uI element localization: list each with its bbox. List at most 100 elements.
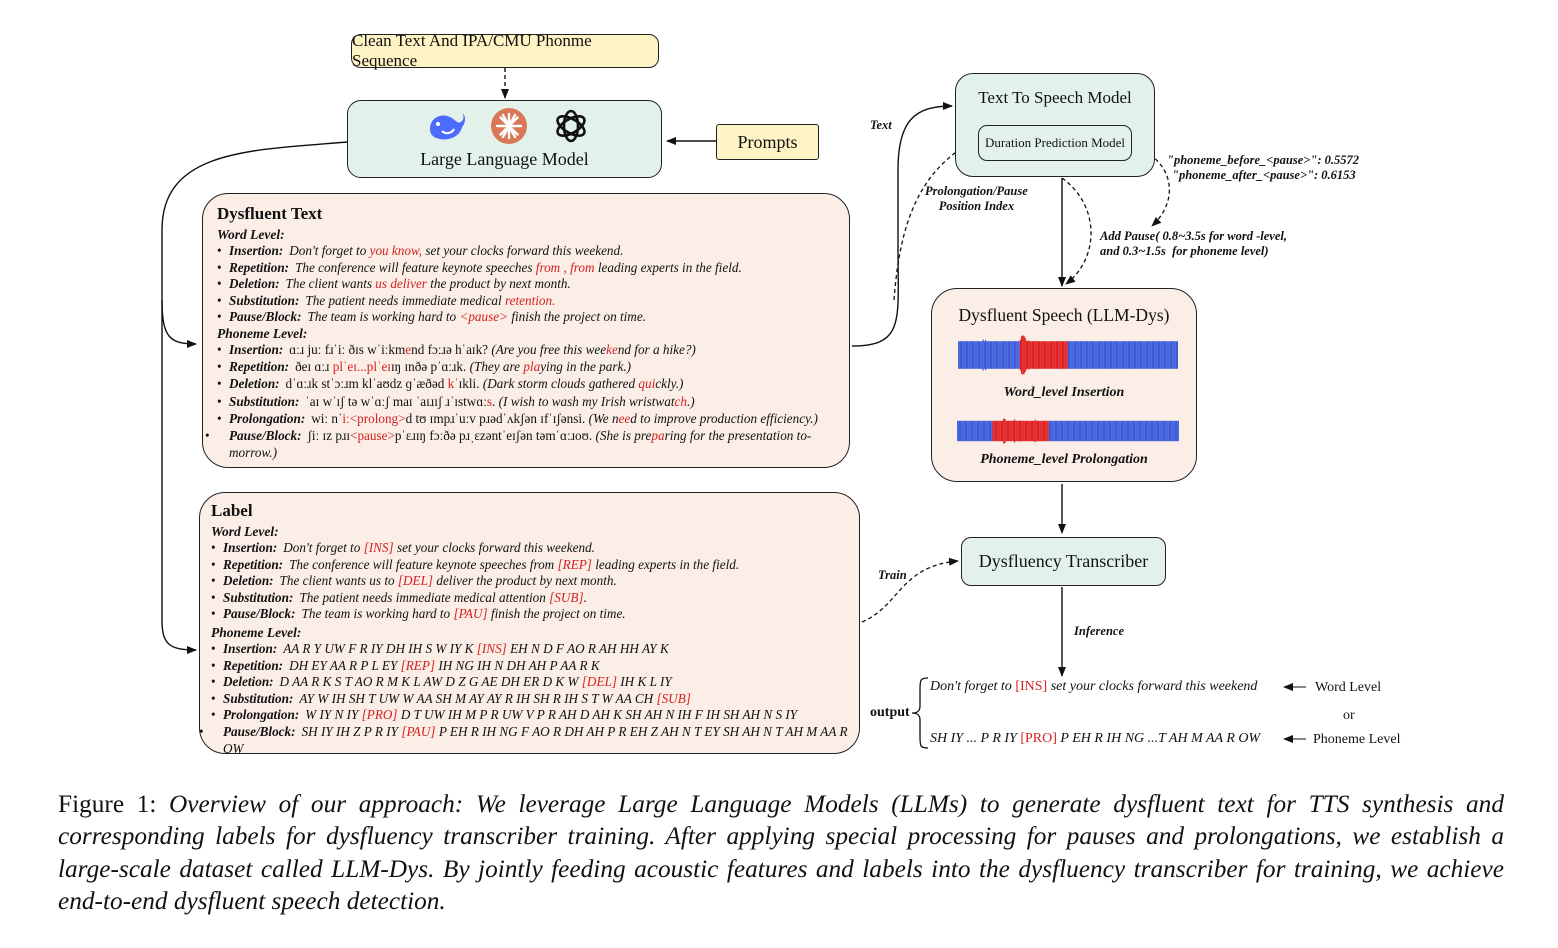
lb-word-highlight: [REP] <box>557 556 592 572</box>
dt-ipa-highlight: s <box>486 393 493 409</box>
lb-word-text: The team is working hard to <box>301 606 454 622</box>
dt-ipa: ɪŋ ɪnðə pˈɑːɹk. <box>390 359 470 375</box>
dt-phoneme-key: Prolongation: <box>229 410 306 426</box>
lb-phoneme-tag: [REP] <box>400 657 436 673</box>
lb-phoneme-text: AA R Y UW F R IY DH IH S W IY K <box>283 640 477 656</box>
dt-phoneme-item: •Pause/Block:ʃiː ɪz pɹɪ<pause>pˈɛɹɪŋ fɔː… <box>205 427 841 461</box>
bullet: • <box>199 723 204 739</box>
lb-phoneme-key: Insertion: <box>223 640 278 656</box>
output-word-post: set your clocks forward this weekend <box>1047 679 1258 694</box>
wave1-caption: Word_level Insertion <box>1003 385 1125 400</box>
lb-word-highlight: [PAU] <box>453 606 488 622</box>
dt-gloss: (She is pre <box>595 427 652 443</box>
lb-phoneme-item: •Repetition:DH EY AA R P L EY [REP] IH N… <box>211 658 859 675</box>
dt-ipa: d tʊ ɪmpɹˈuːv pɹədˈʌkʃən ɪfˈɪʃənsi. <box>405 410 589 426</box>
tts-box: Text To Speech Model Duration Prediction… <box>955 73 1155 177</box>
lb-word-text: Don't forget to <box>283 540 364 555</box>
lb-phoneme-item: • Insertion: AA R Y UW F R IY DH IH S W IY… <box>211 641 859 658</box>
transcriber-label: Dysfluency Transcriber <box>978 551 1149 571</box>
dt-gloss-highlight: ee <box>618 410 631 426</box>
figure-caption: Figure 1: Overview of our approach: We l… <box>58 788 1504 918</box>
dt-word-item: •Pause/Block:The team is working hard to… <box>217 309 849 326</box>
lb-phoneme-text: D AA R K S T AO R M K L AW D Z G AE DH E… <box>279 674 582 690</box>
llm-label: Large Language Model <box>420 149 589 169</box>
bullet: • <box>217 292 222 308</box>
lb-phoneme-key: Pause/Block: <box>223 723 296 739</box>
bullet: • <box>211 657 216 673</box>
word-level-label: Word Level <box>1315 680 1382 695</box>
dt-phoneme-key: Insertion: <box>229 341 284 357</box>
dt-ipa: dˈɑːɹk stˈɔːɹm klˈaʊdz ɡˈæðəd <box>285 376 448 392</box>
openai-knot-icon <box>556 109 586 143</box>
lb-word-text: finish the project on time. <box>487 606 626 622</box>
lb-phoneme-key: Deletion: <box>223 674 274 690</box>
output-phoneme-pre: SH IY ... P R IY <box>930 731 1021 746</box>
dt-gloss-highlight: ke <box>606 341 618 357</box>
dt-word-level-heading: Word Level: <box>217 227 285 242</box>
lb-phoneme-item: •Prolongation:W IY N IY [PRO] D T UW IH … <box>211 707 859 724</box>
lb-phoneme-list: • Insertion: AA R Y UW F R IY DH IH S W IY… <box>199 641 859 757</box>
bullet: • <box>205 427 210 443</box>
dt-word-text: The team is working hard to <box>307 309 460 325</box>
dt-phoneme-item: •Deletion:dˈɑːɹk stˈɔːɹm klˈaʊdz ɡˈæðəd … <box>217 376 849 393</box>
waveform-phoneme-prolongation <box>957 418 1179 444</box>
bullet: • <box>217 410 222 426</box>
lb-phoneme-text: D T UW IH M P R UW V P R AH D AH K SH AH… <box>397 707 798 723</box>
dysfluent-speech-title: Dysfluent Speech (LLM-Dys) <box>958 305 1170 325</box>
dt-word-item: •Repetition:The conference will feature … <box>217 260 849 277</box>
llm-box: Large Language Model <box>347 100 662 178</box>
caption-text: Overview of our approach: We leverage La… <box>58 790 1504 916</box>
dt-ipa: ðeɪ ɑːɹ <box>295 359 333 375</box>
duration-prediction-box: Duration Prediction Model <box>978 125 1132 161</box>
output-brace <box>911 677 929 749</box>
dt-word-text: set your clocks forward this weekend. <box>422 243 624 258</box>
transcriber-box: Dysfluency Transcriber <box>961 537 1166 586</box>
bullet: • <box>211 640 216 656</box>
or-label: or <box>1343 708 1355 723</box>
lb-word-list: •Insertion:Don't forget to [INS] set you… <box>211 540 859 623</box>
lb-phoneme-tag: [INS] <box>476 640 507 656</box>
dt-gloss: (They are <box>469 359 524 375</box>
lb-word-highlight: [DEL] <box>397 573 434 589</box>
lb-word-text: The client wants us to <box>279 573 398 589</box>
dt-ipa-highlight: kˈ <box>447 376 459 392</box>
lb-word-key: Substitution: <box>223 589 294 605</box>
dt-phoneme-key: Substitution: <box>229 393 300 409</box>
lb-phoneme-tag: [PRO] <box>361 707 398 723</box>
output-phoneme-tag: [PRO] <box>1020 731 1057 746</box>
dt-ipa-highlight: e <box>405 341 412 357</box>
tts-title: Text To Speech Model <box>978 88 1132 107</box>
lb-word-key: Deletion: <box>223 573 274 589</box>
lb-word-item: •Repetition:The conference will feature … <box>211 557 859 574</box>
bullet: • <box>217 309 222 325</box>
output-word-tag: [INS] <box>1015 679 1048 694</box>
dt-word-item: •Deletion:The client wants us deliver th… <box>217 276 849 293</box>
deepseek-whale-icon <box>430 113 465 140</box>
dt-word-highlight: from , from <box>535 259 595 275</box>
bullet: • <box>217 341 222 357</box>
dt-gloss: ying in the park.) <box>540 359 632 375</box>
dt-gloss: (I wish to wash my Irish wristwat <box>498 393 675 409</box>
dt-phoneme-key: Repetition: <box>229 359 290 375</box>
inference-label: Inference <box>1074 624 1124 638</box>
dt-ipa: wiː nˈ <box>311 410 343 426</box>
dt-phoneme-item: •Substitution:ˈaɪ wˈɪʃ tə wˈɑːʃ maɪ ˈaɪɹ… <box>217 394 849 411</box>
dt-word-text: The conference will feature keynote spee… <box>295 259 536 275</box>
dt-word-key: Deletion: <box>229 276 280 292</box>
dt-phoneme-key: Pause/Block: <box>229 427 302 443</box>
dt-phoneme-key: Deletion: <box>229 376 280 392</box>
diagram: Clean Text And IPA/CMU Phonme Sequence P… <box>161 31 1400 757</box>
lb-phoneme-key: Prolongation: <box>223 707 300 723</box>
lb-word-highlight: [INS] <box>363 540 394 555</box>
edge-tts-speech-dashed <box>1061 177 1092 285</box>
lb-phoneme-item: •Substitution:AY W IH SH T UW W AA SH M … <box>211 691 859 708</box>
bullet: • <box>211 606 216 622</box>
lb-word-item: •Substitution:The patient needs immediat… <box>211 590 859 607</box>
label-title: Label <box>211 501 253 520</box>
add-pause-label: Add Pause( 0.8~3.5s for word -level, and… <box>1100 229 1287 258</box>
clean-text-box: Clean Text And IPA/CMU Phonme Sequence <box>351 31 659 70</box>
prompts-label: Prompts <box>737 131 798 152</box>
dt-gloss: d to improve production efficiency.) <box>630 410 818 426</box>
label-panel: Label Word Level: •Insertion:Don't forge… <box>199 492 860 757</box>
dt-ipa: ˈaɪ wˈɪʃ tə wˈɑːʃ maɪ ˈaɪɹɪʃ ɹˈɪstwɑː <box>305 393 487 409</box>
